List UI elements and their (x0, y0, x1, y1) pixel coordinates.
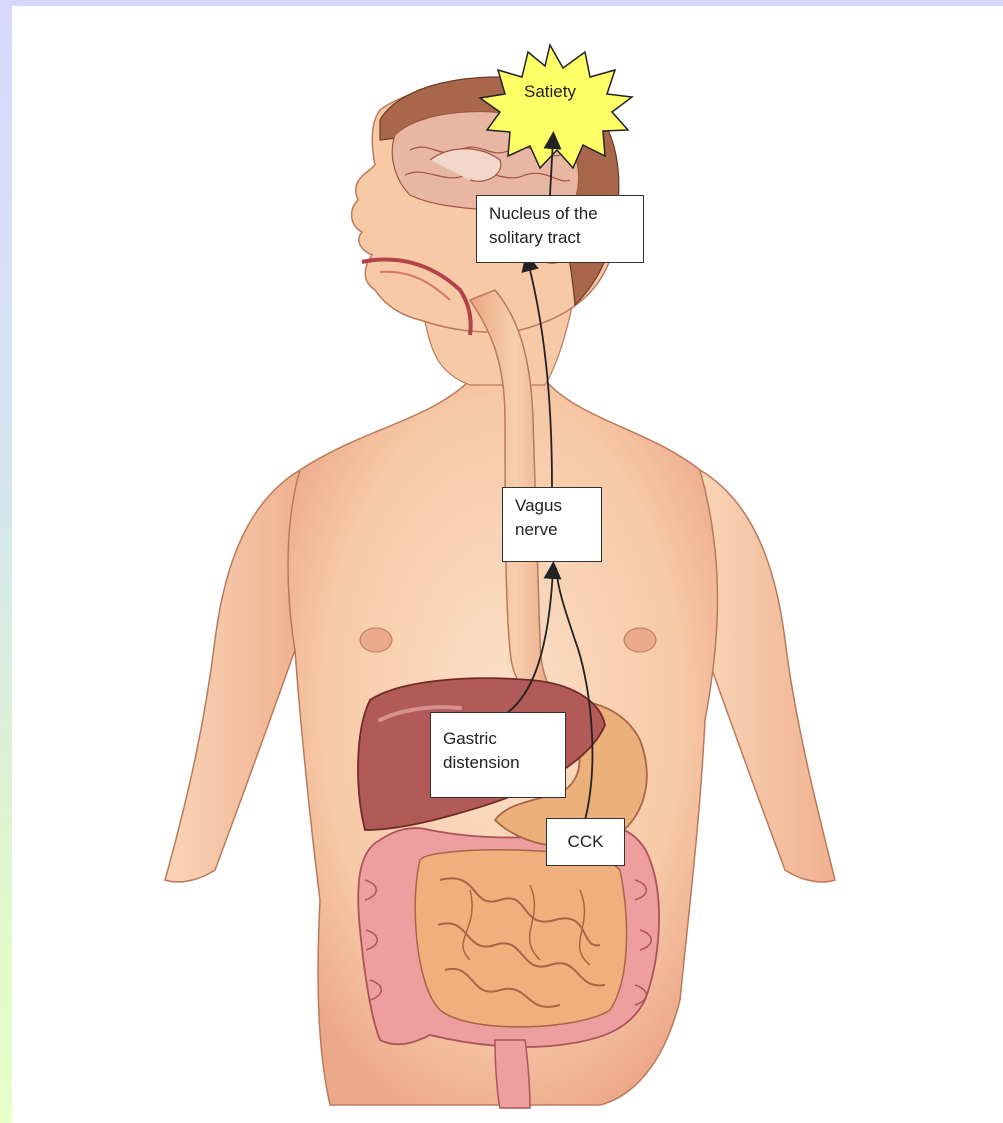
right-nipple (624, 628, 656, 652)
gastric-label-line1: Gastric (443, 727, 553, 751)
nucleus-label-line1: Nucleus of the (489, 202, 631, 226)
vagus-nerve-box: Vagus nerve (502, 487, 602, 562)
nucleus-solitary-tract-box: Nucleus of the solitary tract (476, 195, 644, 263)
gastric-label-line2: distension (443, 751, 553, 775)
small-intestine (415, 850, 626, 1027)
vagus-label-line1: Vagus (515, 494, 589, 518)
cck-box: CCK (546, 818, 625, 866)
vagus-label-line2: nerve (515, 518, 589, 542)
right-arm (700, 470, 835, 882)
left-arm (165, 470, 300, 882)
satiety-label: Satiety (500, 82, 600, 102)
left-nipple (360, 628, 392, 652)
nucleus-label-line2: solitary tract (489, 226, 631, 250)
gastric-distension-box: Gastric distension (430, 712, 566, 798)
rectum (495, 1040, 530, 1108)
cck-label: CCK (559, 830, 612, 854)
